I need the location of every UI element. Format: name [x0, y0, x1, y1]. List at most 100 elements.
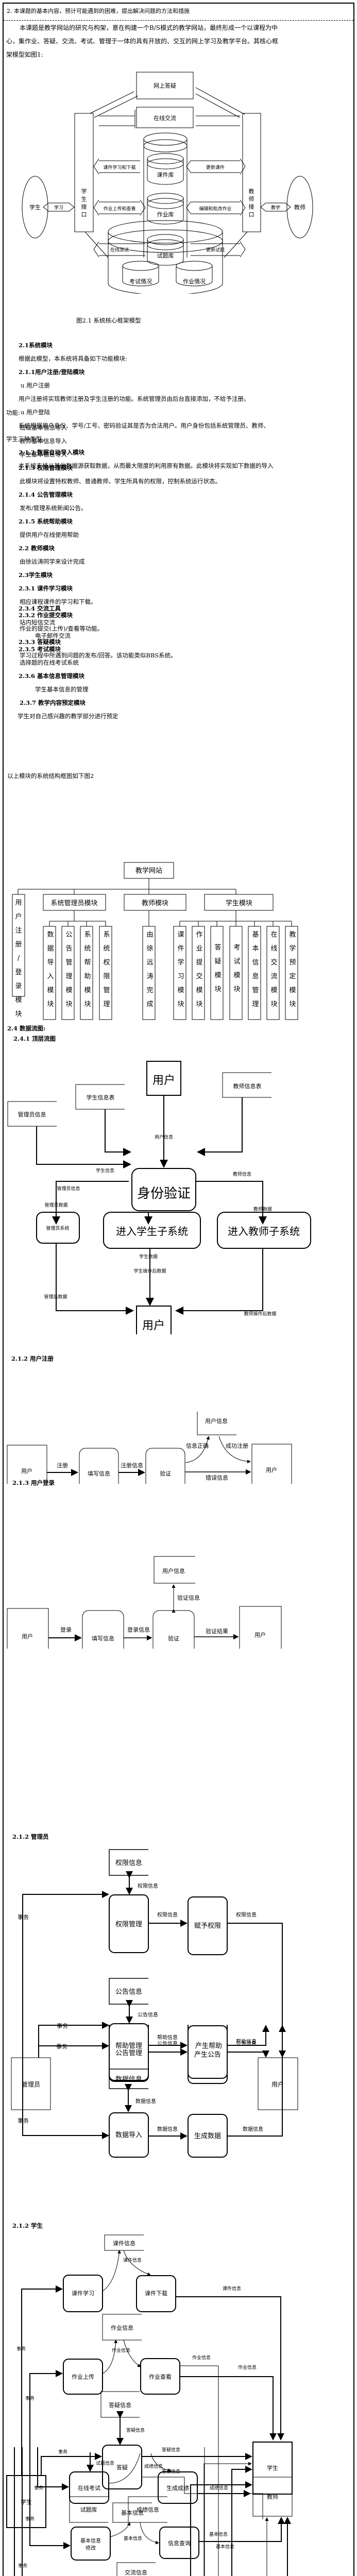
teacher-info-flow: 教师信息 [233, 1171, 251, 1177]
admin-out-flow-label: 权限信息 [236, 1911, 257, 1918]
fig2-student-child: 课 [177, 931, 184, 939]
fig2-admin-child: 帮 [84, 959, 91, 967]
st-out-label: 学生 [267, 2464, 278, 2471]
fig2-student-child: 模 [270, 987, 277, 994]
fig2-level1-node: 学生模块 [226, 899, 252, 907]
admin-store-flow-label: 数据信息 [135, 2098, 156, 2105]
reg-user-out-label: 用户 [266, 1466, 277, 1473]
update-cw-label: 更新课件 [206, 164, 225, 171]
fig2-student-child: 模 [233, 972, 240, 979]
admin-store-label: 管理员信息 [18, 1111, 46, 1118]
st-affair-4: 事务 [34, 2485, 43, 2491]
fig2-student-child: 定 [289, 973, 296, 980]
fig2-admin-child: 模 [47, 987, 54, 994]
admin-store-flow-label: 公告信息 [138, 2011, 158, 2018]
fig2-student-child: 流 [270, 973, 277, 980]
fig2-student-child-box [173, 926, 186, 1020]
admin-sys-label: 管理员系统 [46, 1225, 69, 1231]
core-framework-diagram: 网上答疑 在线交流 学生 教师 学习 教学 课件库 作业库 试题库 课件学习和下… [22, 72, 313, 294]
exam-flow-label: 试题信息 [96, 2460, 114, 2466]
top-level-dataflow-diagram: 用户 学生信息表 管理员信息 教师信息表 用户信息 学生信息 管理员信息 教师信… [7, 1061, 311, 1334]
s211-bullet-2: u 用户登陆 [21, 409, 50, 416]
admin-proc2-label: 产生帮助 [195, 2042, 222, 2050]
s23-heading: 2.3学生模块 [19, 571, 53, 579]
fig2-user-reg-node: 录 [15, 982, 22, 990]
s235-text: 选择题的在线考试系统 [20, 659, 79, 666]
fig2-user-reg-node: 用 [15, 899, 22, 907]
qa-box [136, 72, 194, 99]
intro-line-1: 本课题是教学网站的研究与构架，意在构建一个B/S模式的教学网站，最终形成一个以课… [20, 24, 278, 31]
s236-heading: 2.3.6 基本信息管理模块 [19, 672, 85, 680]
fig2-student-child: 答 [214, 943, 221, 952]
fig2-admin-child: 统 [84, 945, 91, 953]
admin-store-flow-label: 权限信息 [138, 1883, 158, 1889]
s234-text-1: 站内短信交流 [20, 619, 55, 626]
fig2-admin-child: 权 [103, 958, 110, 967]
basic-flow-label-2: 基本信息 [209, 2531, 228, 2537]
login-info-label: 登录信息 [127, 1626, 150, 1633]
admin-proc2-label: 赋予权限 [194, 1922, 221, 1930]
admin-dataflow-diagram-lower: 事务 事务 帮助管理产生帮助帮助信息帮助信息数据信息数据信息数据导入数据信息生成… [18, 2025, 286, 2158]
s211-text-2a: 系统根据用户身份、学号/工号、密码验证其是否为合法用户。用户身份包括系统管理员、… [19, 422, 269, 429]
admin-proc-label: 权限管理 [115, 1920, 142, 1928]
s22-heading: 2.2 教师模块 [19, 545, 55, 552]
qa-flow-label-2: 答疑信息 [162, 2447, 180, 2453]
student-dataflow-diagram-lower: 试题信息 成绩信息 事务 在线考试 生成成绩 成绩信息 教师 事务 基本信息 基… [14, 2447, 293, 2576]
student-interface [74, 113, 94, 232]
qa-label: 网上答疑 [154, 82, 176, 89]
s21-text: 根据此模型，本系统将具备如下功能模块: [19, 355, 127, 362]
fig2-user-reg-node: 户 [15, 912, 22, 921]
s22-text: 由徐远涛同学来设计完成 [20, 558, 85, 565]
s212-heading: 2.1.2 数据自动导入模块 [19, 449, 85, 456]
admin-out-flow [227, 2050, 269, 2058]
cw-flow-label-2: 课件信息 [223, 2285, 241, 2292]
fig2-student-child: 块 [233, 986, 240, 993]
msg-store-label: 交流信息 [125, 2569, 147, 2576]
module-structure-diagram: 教学网站系统管理员模块教师模块学生模块用户注册/登录模块数据导入模块公告管理模块… [12, 862, 298, 1020]
s215-heading: 2.1.5 系统帮助模块 [19, 518, 73, 525]
fig2-student-child: 教 [289, 930, 296, 939]
score-proc-label: 生成成绩 [166, 2484, 189, 2492]
fig2-student-child: 交 [270, 958, 277, 967]
exam-proc-label: 在线考试 [78, 2484, 100, 2492]
homework-db [147, 193, 184, 225]
fig2-student-child: 件 [177, 945, 184, 953]
s-student-heading: 2.1.2 学生 [12, 2222, 43, 2229]
svg-text:师: 师 [249, 196, 254, 202]
s232-heading: 2.3.2 作业提交模块 [19, 612, 73, 619]
svg-text:接: 接 [81, 204, 87, 210]
cw-dl-label: 课件下载 [145, 2290, 167, 2297]
section-2-heading: 2. 本课题的基本内容，预计可能遇到的困难，提出解决问题的方法和措施 [4, 4, 353, 21]
login-verify-info-label: 验证信息 [177, 1594, 200, 1601]
affair-label-1: 事务 [18, 1914, 29, 1921]
cw-flow-label-1: 课件信息 [123, 2257, 142, 2263]
fig2-teacher-child: 成 [146, 1001, 153, 1008]
registration-dataflow-diagram: 用户 注册 填写信息 注册信息 验证 用户信息 信息正确 成功注册 错误信息 用… [7, 1412, 292, 1484]
auth-label: 身份验证 [137, 1186, 191, 1201]
homework-arrow [93, 199, 146, 216]
admin-proc2-box [188, 2114, 228, 2158]
admin-store-label: 公告信息 [115, 1988, 142, 1996]
login-user-out-label: 用户 [254, 1631, 266, 1638]
s233-heading: 2.3.3 答疑模块 [19, 638, 61, 646]
s235-heading: 2.3.5 考试模块 [19, 646, 61, 653]
fig2-student-child: 习 [177, 973, 184, 980]
dfd-user-label: 用户 [152, 1074, 175, 1087]
reg-store-label: 用户信息 [205, 1417, 228, 1425]
teach-arrow [260, 202, 291, 212]
qa-proc-label: 答疑 [116, 2464, 128, 2471]
s213-text: 此模块将设置特权教师、普通教师、学生所具有的权限，控制系统运行状态。 [20, 478, 221, 485]
affair-label-4: 事务 [18, 2117, 29, 2124]
fig2-student-child: 模 [214, 972, 221, 979]
s212-item-1: 班级基本信息导入 [20, 424, 67, 431]
test-flow-label: 在线测试 [110, 247, 129, 253]
basic-query-label: 信息查询 [168, 2539, 191, 2547]
test-arrow [93, 241, 145, 258]
s213-heading: 2.1.3 权限管理模块 [19, 464, 73, 471]
login-flow-label: 登录 [60, 1626, 72, 1633]
fig2-student-child: 模 [177, 987, 184, 994]
exam-store-label: 试题库 [80, 2506, 97, 2513]
s231-heading: 2.3.1 课件学习模块 [19, 585, 73, 592]
student-table-label: 学生信息表 [87, 1094, 115, 1101]
